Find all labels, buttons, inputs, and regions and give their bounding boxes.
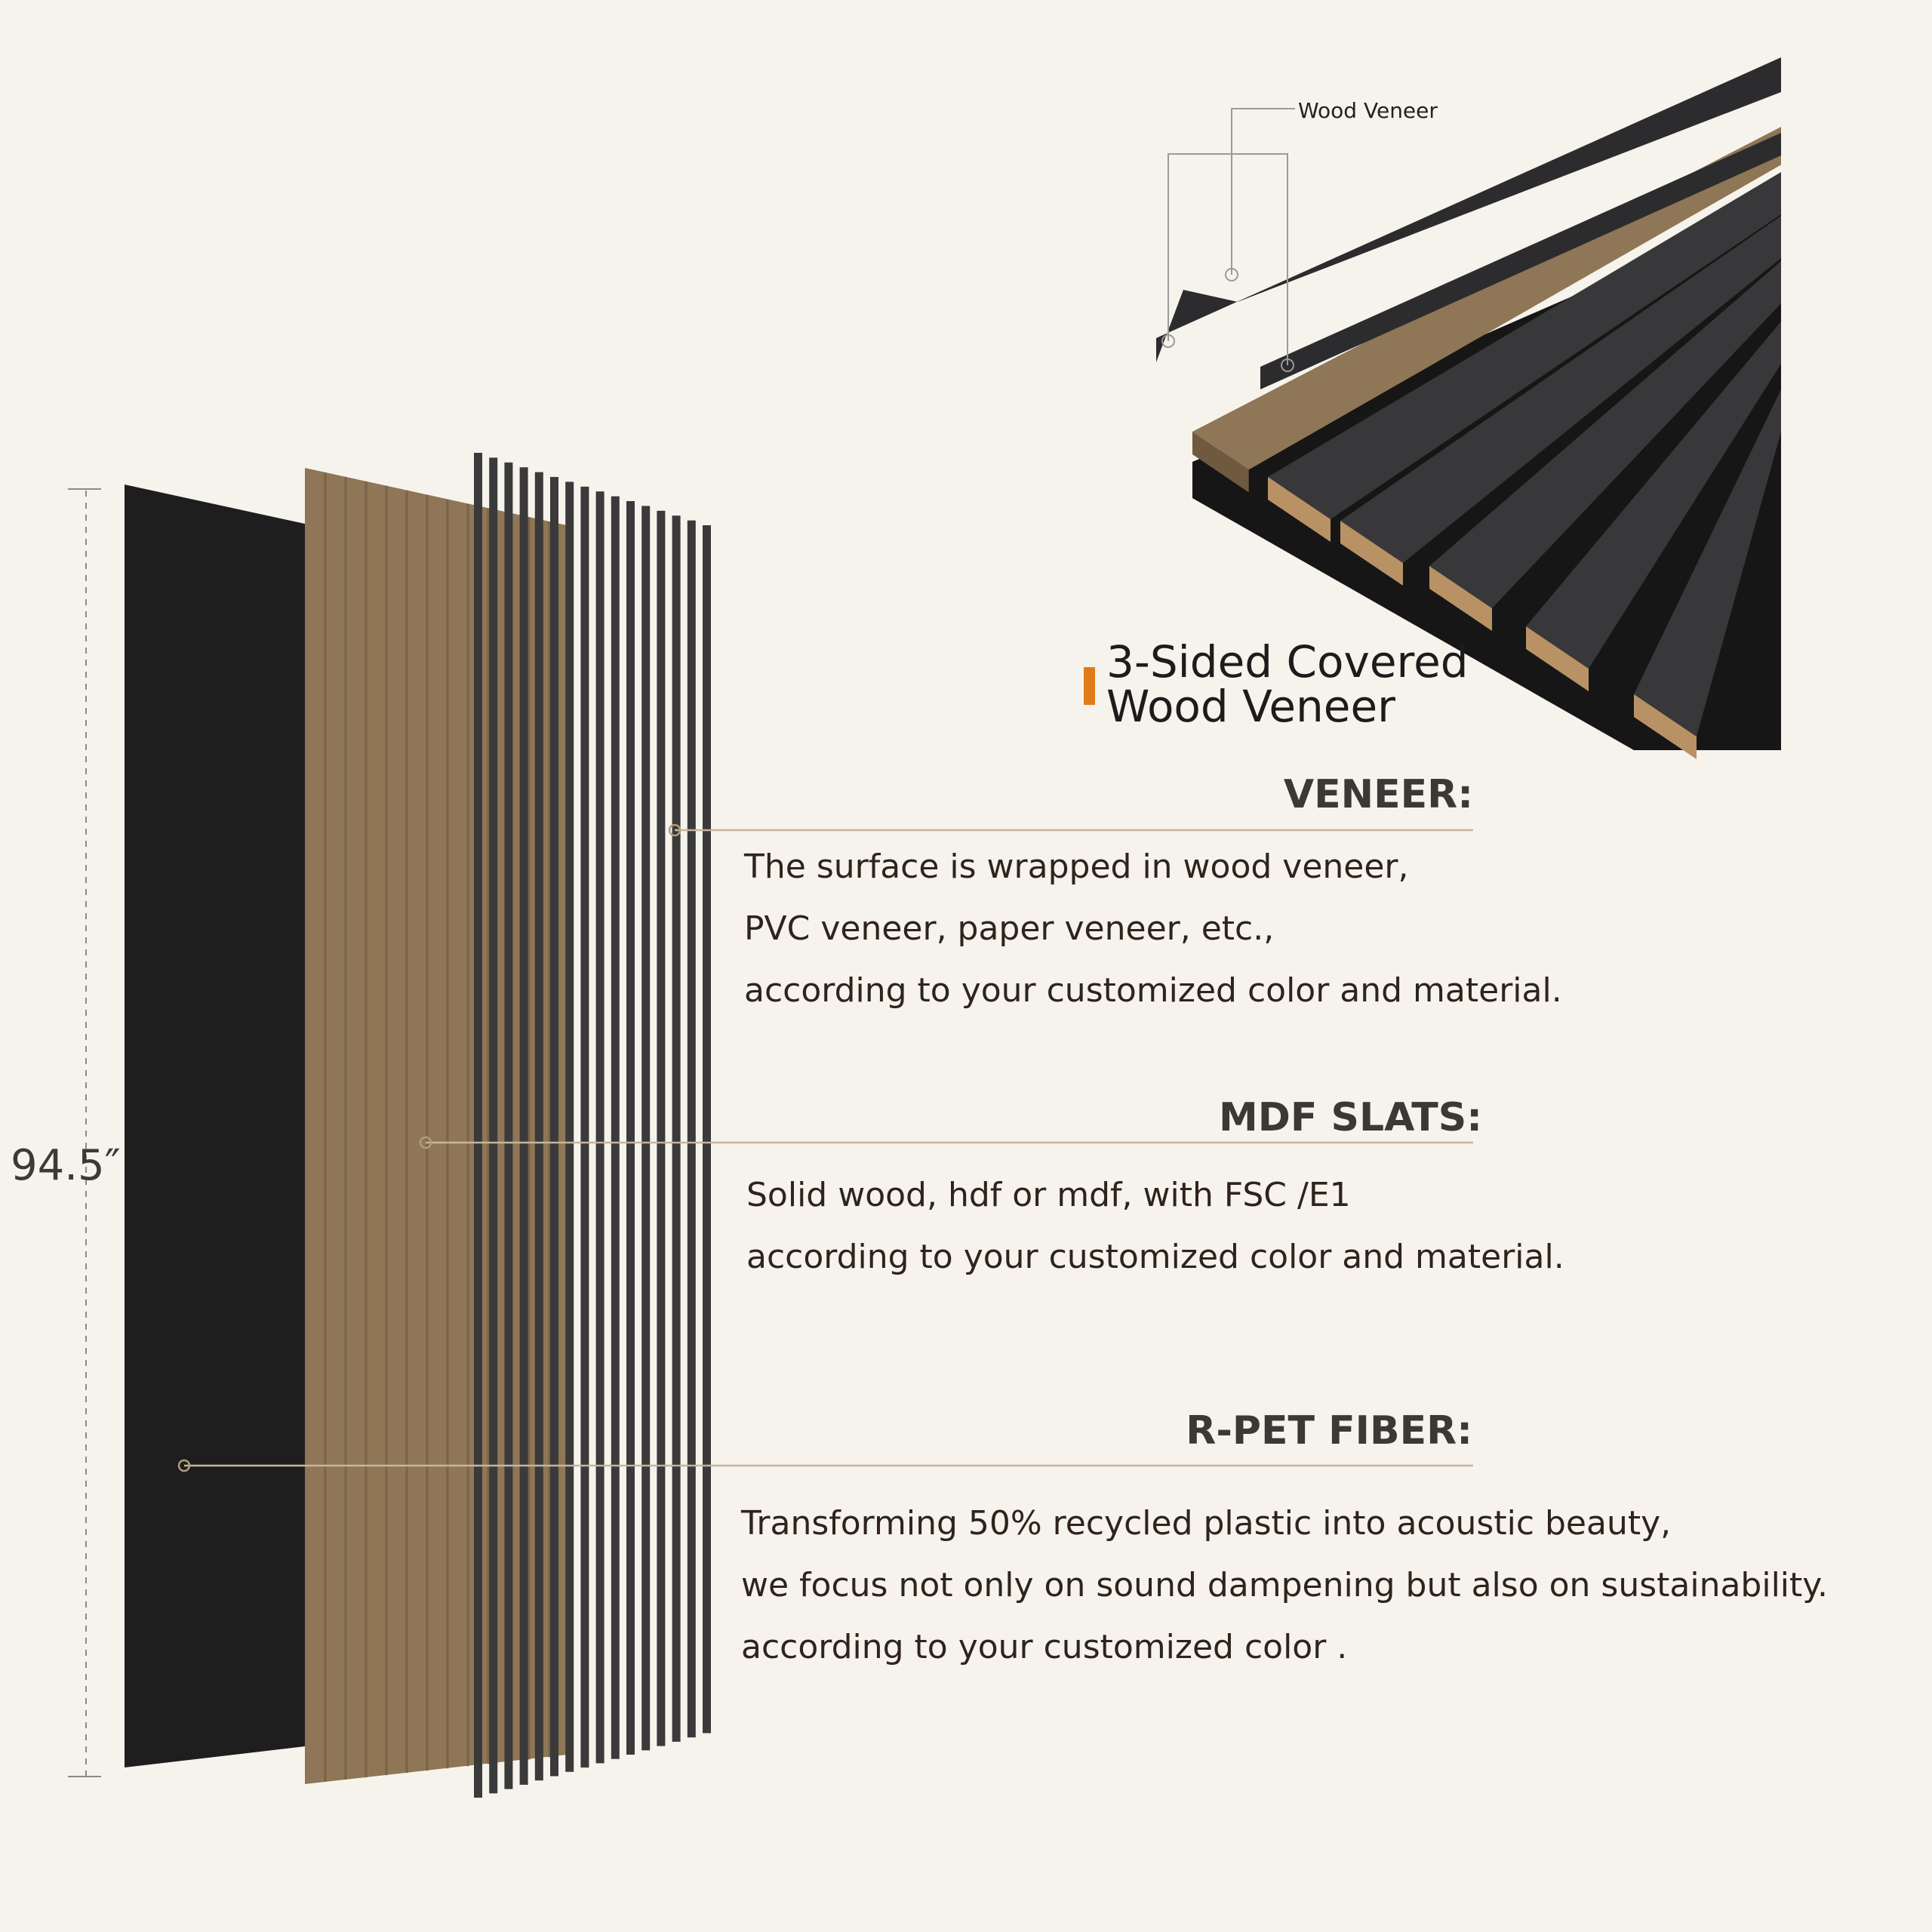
rpet-heading: R-PET FIBER:	[1186, 1408, 1472, 1454]
mdf-description-line: Solid wood, hdf or mdf, with FSC /E1	[746, 1176, 1351, 1214]
veneer-slat	[595, 491, 605, 1764]
corner-slat-end	[1634, 694, 1697, 759]
veneer-description-line: according to your customized color and m…	[744, 971, 1562, 1010]
corner-veneer-slat	[1340, 216, 1781, 563]
veneer-slat	[519, 467, 528, 1785]
corner-slat-end	[1268, 477, 1331, 542]
leader-veneer	[668, 823, 1473, 837]
wood-veneer-tag: Wood Veneer	[1298, 98, 1438, 123]
rpet-description-line: we focus not only on sound dampening but…	[741, 1566, 1829, 1604]
height-dimension-label: 94.5″	[11, 1141, 121, 1190]
callout-title: 3-Sided Covered Wood Veneer	[1106, 640, 1469, 729]
veneer-slat	[641, 506, 651, 1751]
rpet-description-line: according to your customized color .	[741, 1628, 1348, 1666]
mdf-description: Solid wood, hdf or mdf, with FSC /E1 acc…	[746, 1164, 1564, 1288]
veneer-slat	[657, 510, 666, 1746]
callout-title-line-1: 3-Sided Covered	[1106, 636, 1469, 688]
height-dimension-line	[68, 488, 101, 1777]
veneer-slat	[489, 457, 498, 1794]
veneer-slat	[580, 486, 589, 1768]
corner-slats	[1192, 127, 1781, 759]
veneer-slat	[534, 472, 543, 1781]
veneer-slats-layer	[474, 453, 711, 1798]
corner-veneer-slat	[1268, 172, 1781, 519]
rpet-description: Transforming 50% recycled plastic into a…	[741, 1493, 1828, 1678]
veneer-slat	[474, 453, 482, 1798]
corner-veneer-slat	[1634, 389, 1781, 737]
veneer-slat	[687, 520, 696, 1738]
corner-veneer-slat	[1429, 261, 1781, 608]
veneer-description-line: PVC veneer, paper veneer, etc.,	[744, 909, 1275, 948]
mdf-heading: MDF SLATS:	[1218, 1095, 1482, 1140]
mdf-description-line: according to your customized color and m…	[746, 1238, 1564, 1276]
veneer-slat	[626, 501, 635, 1755]
veneer-heading: VENEER:	[1283, 772, 1473, 817]
veneer-slat	[565, 481, 574, 1772]
callout-title-line-2: Wood Veneer	[1106, 681, 1396, 732]
veneer-strip-top	[1156, 57, 1781, 362]
corner-slat-end	[1340, 521, 1403, 586]
veneer-slat	[672, 515, 681, 1742]
veneer-slat	[611, 496, 620, 1759]
corner-slat-end	[1429, 566, 1492, 631]
corner-veneer-slat	[1526, 321, 1781, 669]
leader-mdf	[419, 1136, 1473, 1149]
veneer-slat	[703, 525, 711, 1734]
rpet-description-line: Transforming 50% recycled plastic into a…	[741, 1504, 1672, 1543]
veneer-description: The surface is wrapped in wood veneer, P…	[744, 836, 1562, 1022]
corner-slat-end	[1192, 432, 1249, 493]
veneer-slat	[504, 462, 513, 1789]
veneer-description-line: The surface is wrapped in wood veneer,	[744, 848, 1409, 886]
veneer-strip-side	[1260, 133, 1781, 389]
rpet-felt-panel	[125, 485, 305, 1767]
corner-panel-detail	[1156, 57, 1781, 759]
leader-rpet	[177, 1459, 1473, 1472]
title-accent-bar	[1084, 667, 1095, 705]
mdf-grooves	[324, 472, 551, 1783]
veneer-slat	[550, 477, 558, 1777]
corner-slat-end	[1526, 626, 1589, 691]
mdf-slats-layer	[305, 468, 574, 1784]
